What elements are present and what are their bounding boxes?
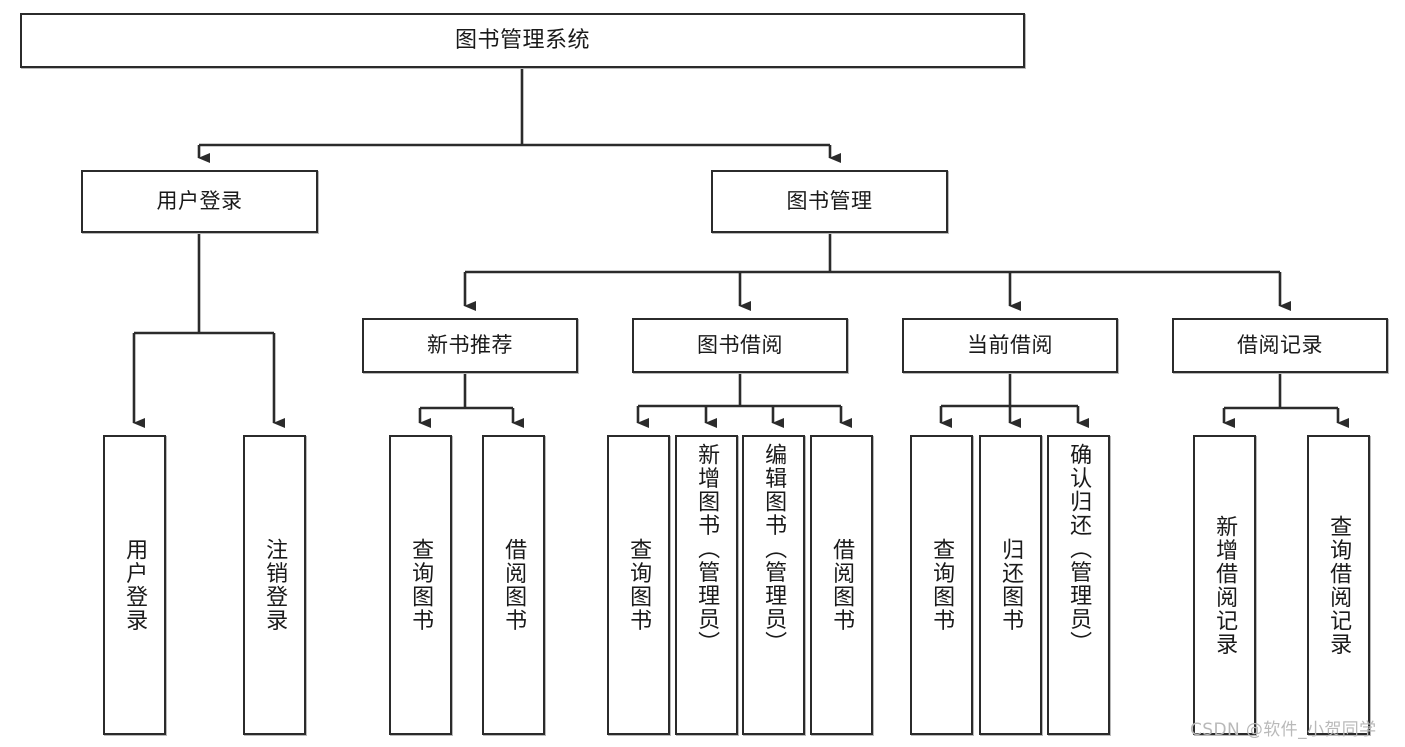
node-leaf-query-book-current[interactable]: 查询图书 [910, 435, 973, 735]
node-leaf-edit-book[interactable]: 编辑图书（管理员） [742, 435, 805, 735]
node-label: 查询借阅记录 [1326, 514, 1352, 656]
node-user-login[interactable]: 用户登录 [81, 170, 318, 233]
node-leaf-borrow-book-recommend[interactable]: 借阅图书 [482, 435, 545, 735]
node-leaf-borrow-book[interactable]: 借阅图书 [810, 435, 873, 735]
node-label: 图书借阅 [697, 333, 783, 358]
node-leaf-return-book[interactable]: 归还图书 [979, 435, 1042, 735]
node-book-management[interactable]: 图书管理 [711, 170, 948, 233]
node-label: 查询图书 [408, 538, 434, 632]
node-label: 注销登录 [262, 538, 288, 632]
node-label: 用户登录 [156, 189, 243, 214]
node-label: 确认归还（管理员） [1066, 443, 1092, 655]
node-root-book-management-system[interactable]: 图书管理系统 [20, 13, 1025, 68]
node-book-borrow[interactable]: 图书借阅 [632, 318, 848, 373]
node-current-borrow[interactable]: 当前借阅 [902, 318, 1118, 373]
node-label: 查询图书 [626, 538, 652, 632]
node-label: 编辑图书（管理员） [761, 443, 787, 655]
node-new-book-recommend[interactable]: 新书推荐 [362, 318, 578, 373]
node-leaf-query-borrow-record[interactable]: 查询借阅记录 [1307, 435, 1370, 735]
node-label: 图书管理 [786, 189, 873, 214]
node-label: 图书管理系统 [454, 27, 590, 53]
node-leaf-add-borrow-record[interactable]: 新增借阅记录 [1193, 435, 1256, 735]
node-leaf-query-book-recommend[interactable]: 查询图书 [389, 435, 452, 735]
node-label: 新增借阅记录 [1212, 514, 1238, 656]
node-label: 新增图书（管理员） [694, 443, 720, 655]
node-leaf-query-book-borrow[interactable]: 查询图书 [607, 435, 670, 735]
node-leaf-add-book[interactable]: 新增图书（管理员） [675, 435, 738, 735]
node-label: 归还图书 [998, 538, 1024, 632]
node-leaf-confirm-return[interactable]: 确认归还（管理员） [1047, 435, 1110, 735]
node-label: 新书推荐 [427, 333, 513, 358]
node-label: 借阅记录 [1237, 333, 1323, 358]
node-borrow-record[interactable]: 借阅记录 [1172, 318, 1388, 373]
node-label: 用户登录 [122, 538, 148, 632]
node-leaf-user-login[interactable]: 用户登录 [103, 435, 166, 735]
node-label: 借阅图书 [829, 538, 855, 632]
node-label: 当前借阅 [967, 333, 1053, 358]
node-label: 借阅图书 [501, 538, 527, 632]
node-leaf-user-logout[interactable]: 注销登录 [243, 435, 306, 735]
csdn-watermark: CSDN @软件_小贺同学 [1190, 720, 1377, 740]
node-label: 查询图书 [929, 538, 955, 632]
